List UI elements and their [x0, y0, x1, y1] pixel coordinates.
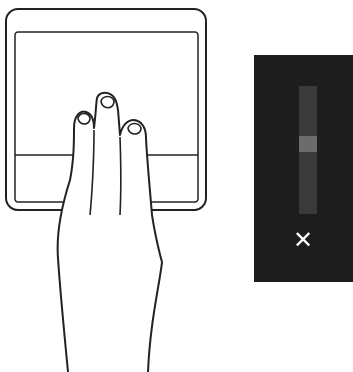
- slider-track[interactable]: [299, 86, 317, 214]
- finger-separation-right: [120, 137, 121, 215]
- volume-slider-panel: ✕: [254, 55, 353, 282]
- slider-thumb[interactable]: [299, 136, 317, 152]
- close-icon[interactable]: ✕: [290, 227, 316, 253]
- hand-outline: [58, 93, 162, 372]
